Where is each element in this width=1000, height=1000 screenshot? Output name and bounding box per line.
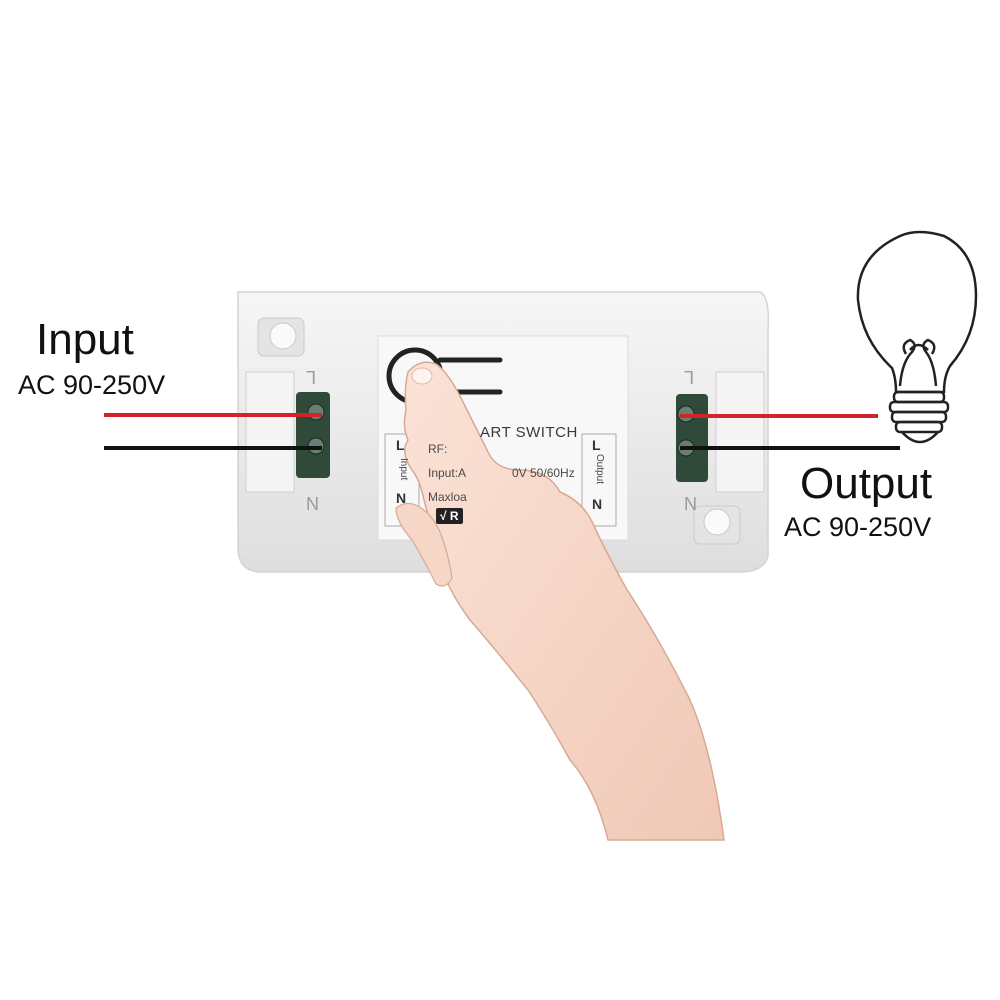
housing-left-L: L [306, 367, 317, 387]
light-bulb-icon [856, 230, 978, 444]
device-maxload-label: Maxloa [428, 490, 467, 504]
device-input-label: Input:A [428, 466, 467, 480]
housing-right-L: L [684, 367, 695, 387]
plate-right-N: N [592, 496, 603, 512]
input-terminal-block [296, 392, 330, 478]
input-title: Input [36, 315, 134, 364]
device-input-rating-label: 0V 50/60Hz [512, 466, 575, 480]
plate-right-L: L [592, 437, 601, 453]
mount-hole-bottom-right [693, 505, 741, 545]
output-terminal-block [676, 394, 708, 482]
housing-right-N: N [684, 494, 697, 514]
plate-left-N: N [396, 490, 407, 506]
input-voltage: AC 90-250V [18, 370, 166, 400]
plate-right-output-text: Output [594, 454, 605, 485]
plate-left-L: L [396, 437, 405, 453]
device-housing [237, 291, 770, 573]
hand-pressing-icon [395, 361, 725, 841]
mount-hole-top-left [257, 317, 305, 357]
device-model-label: ART SWITCH [480, 424, 578, 441]
housing-left-N: N [306, 494, 319, 514]
plate-left-input-text: Input [398, 458, 409, 481]
output-title: Output [800, 459, 933, 508]
output-voltage: AC 90-250V [784, 512, 932, 542]
device-rf-label: RF: [428, 442, 448, 456]
device-cert-badge: √ R [436, 508, 463, 524]
